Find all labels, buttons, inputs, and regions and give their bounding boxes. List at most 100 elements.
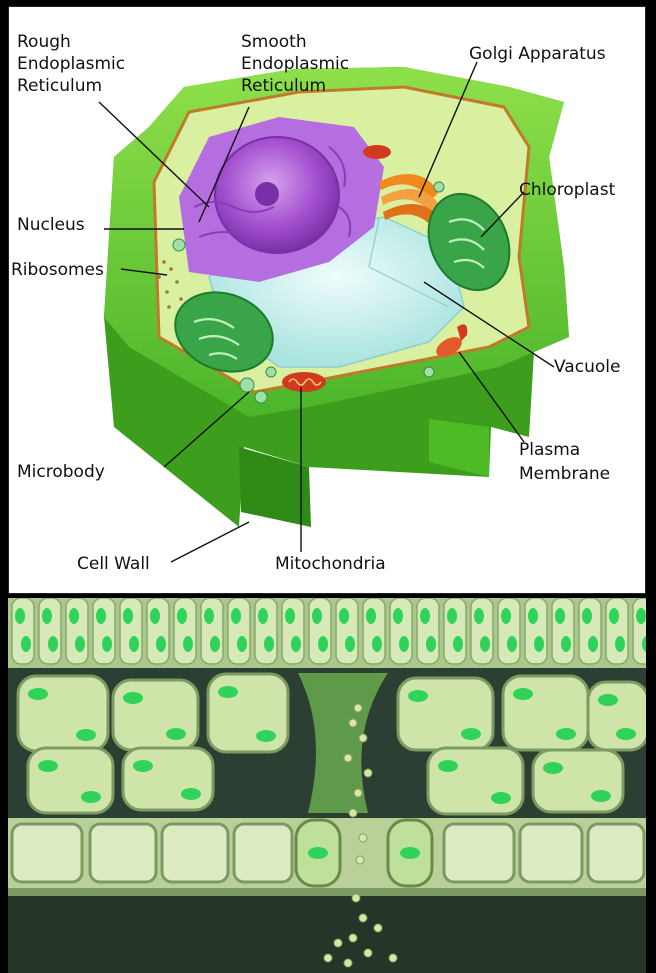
chloroplast-dot xyxy=(408,690,428,702)
chloroplast-dot xyxy=(461,728,481,740)
chloroplast-dot xyxy=(474,608,484,624)
chloroplast-dot xyxy=(264,636,274,652)
palisade-cell xyxy=(336,598,358,664)
chloroplast-dot xyxy=(366,608,376,624)
chloroplast-dot xyxy=(636,608,646,624)
palisade-cell xyxy=(606,598,628,664)
spongy-cell xyxy=(533,750,623,812)
spongy-cell xyxy=(208,674,288,752)
palisade-cell xyxy=(66,598,88,664)
label-microbody: Microbody xyxy=(17,462,105,482)
palisade-cell xyxy=(120,598,142,664)
chloroplast-dot xyxy=(75,636,85,652)
chloroplast-dot xyxy=(616,728,636,740)
gas-particle xyxy=(364,949,372,957)
chloroplast-dot xyxy=(42,608,52,624)
palisade-cell xyxy=(228,598,250,664)
leaf-tissue-illustration xyxy=(8,598,646,973)
gas-particle xyxy=(344,959,352,967)
gas-particle xyxy=(354,704,362,712)
chloroplast-dot xyxy=(258,608,268,624)
chloroplast-dot xyxy=(399,636,409,652)
chloroplast-dot xyxy=(96,608,106,624)
gas-particle xyxy=(359,834,367,842)
palisade-cell xyxy=(633,598,646,664)
spongy-cell xyxy=(503,676,588,750)
chloroplast-dot xyxy=(534,636,544,652)
chloroplast-dot xyxy=(181,788,201,800)
epidermis-cell xyxy=(162,824,228,882)
label-nucleus: Nucleus xyxy=(17,215,85,235)
gas-particle xyxy=(349,809,357,817)
chloroplast-dot xyxy=(21,636,31,652)
chloroplast-dot xyxy=(507,636,517,652)
spongy-cell xyxy=(28,748,113,813)
gas-particle xyxy=(349,719,357,727)
palisade-cell xyxy=(309,598,331,664)
chloroplast-dot xyxy=(38,760,58,772)
chloroplast-dot xyxy=(204,608,214,624)
chloroplast-dot xyxy=(166,728,186,740)
palisade-cell xyxy=(579,598,601,664)
gas-particle xyxy=(334,939,342,947)
gas-particle xyxy=(324,954,332,962)
palisade-cell xyxy=(363,598,385,664)
label-rough-er: Rough Endoplasmic Reticulum xyxy=(17,32,131,96)
chloroplast-dot xyxy=(426,636,436,652)
gas-particle xyxy=(374,924,382,932)
chloroplast-dot xyxy=(345,636,355,652)
chloroplast-dot xyxy=(513,688,533,700)
label-mitochondria: Mitochondria xyxy=(275,554,386,574)
chloroplast-dot xyxy=(210,636,220,652)
gas-particle xyxy=(354,789,362,797)
chloroplast-dot xyxy=(129,636,139,652)
gas-particle xyxy=(356,856,364,864)
chloroplast-dot xyxy=(420,608,430,624)
chloroplast-dot xyxy=(183,636,193,652)
palisade-cell xyxy=(39,598,61,664)
epidermis-cell xyxy=(90,824,156,882)
palisade-cell xyxy=(174,598,196,664)
palisade-cell xyxy=(12,598,34,664)
chloroplast-dot xyxy=(480,636,490,652)
label-cell-wall: Cell Wall xyxy=(77,554,150,574)
chloroplast-dot xyxy=(256,730,276,742)
chloroplast-dot xyxy=(501,608,511,624)
plant-cell-diagram: Rough Endoplasmic Reticulum Smooth Endop… xyxy=(9,7,645,593)
chloroplast-dot xyxy=(372,636,382,652)
chloroplast-dot xyxy=(102,636,112,652)
chloroplast-dot xyxy=(555,608,565,624)
gas-particle xyxy=(359,914,367,922)
chloroplast-dot xyxy=(133,760,153,772)
chloroplast-dot xyxy=(48,636,58,652)
chloroplast-dot xyxy=(69,608,79,624)
label-golgi-apparatus: Golgi Apparatus xyxy=(469,44,606,64)
label-chloroplast: Chloroplast xyxy=(519,180,616,200)
label-vacuole: Vacuole xyxy=(554,357,620,377)
chloroplast-dot xyxy=(123,692,143,704)
chloroplast-dot xyxy=(285,608,295,624)
chloroplast-dot xyxy=(150,608,160,624)
chloroplast-dot xyxy=(582,608,592,624)
spongy-cell xyxy=(123,748,213,810)
chloroplast-dot xyxy=(528,608,538,624)
spongy-cell xyxy=(113,680,198,750)
chloroplast-dot xyxy=(76,729,96,741)
gas-particle xyxy=(364,769,372,777)
palisade-cell xyxy=(147,598,169,664)
chloroplast-dot xyxy=(561,636,571,652)
gas-particle xyxy=(359,734,367,742)
epidermis-cell xyxy=(520,824,582,882)
palisade-cell xyxy=(93,598,115,664)
chloroplast-dot xyxy=(339,608,349,624)
palisade-cell xyxy=(471,598,493,664)
plant-cell-diagram-panel: Rough Endoplasmic Reticulum Smooth Endop… xyxy=(8,6,646,594)
epidermis-cell xyxy=(444,824,514,882)
chloroplast-dot xyxy=(453,636,463,652)
chloroplast-dot xyxy=(543,762,563,774)
chloroplast-dot xyxy=(237,636,247,652)
chloroplast-dot xyxy=(156,636,166,652)
gas-particle xyxy=(349,934,357,942)
chloroplast-dot xyxy=(393,608,403,624)
